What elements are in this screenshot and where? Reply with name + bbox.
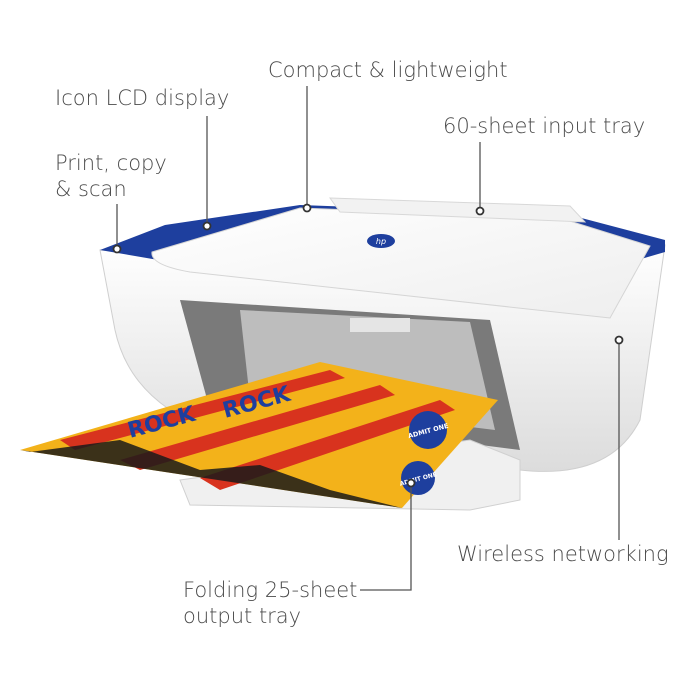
label-wireless-networking: Wireless networking bbox=[457, 542, 669, 566]
callout-dot-output-tray bbox=[406, 478, 416, 488]
label-icon-lcd-display: Icon LCD display bbox=[55, 86, 230, 110]
callout-dot-print-copy-scan bbox=[112, 244, 122, 254]
leader-lines bbox=[116, 86, 620, 591]
callout-dot-lcd bbox=[202, 221, 212, 231]
label-input-tray: 60-sheet input tray bbox=[443, 114, 646, 138]
hp-logo-text: hp bbox=[376, 237, 386, 246]
label-output-tray: output tray bbox=[183, 604, 302, 628]
input-tray bbox=[329, 197, 587, 223]
printed-paper: ADMIT ONE ADMIT ONE ROCK ROCK bbox=[20, 362, 498, 508]
label-print-copy: Print, copy bbox=[55, 151, 167, 175]
callout-dot-wireless bbox=[614, 335, 624, 345]
callout-dot-compact bbox=[302, 203, 312, 213]
label-scan: & scan bbox=[55, 177, 127, 201]
callout-dot-input-tray bbox=[475, 206, 485, 216]
scanner-lid bbox=[151, 207, 651, 319]
hp-logo-icon bbox=[367, 234, 395, 248]
label-folding-output-tray: Folding 25-sheet bbox=[183, 578, 358, 602]
label-compact-lightweight: Compact & lightweight bbox=[268, 58, 508, 82]
